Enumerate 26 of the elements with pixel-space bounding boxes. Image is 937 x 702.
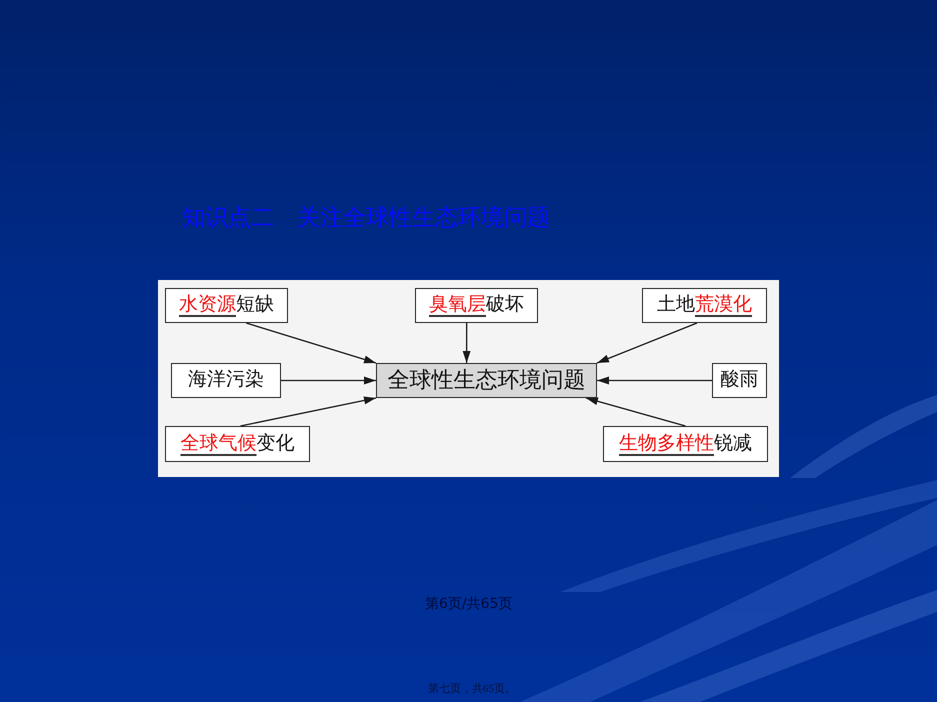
topic-box: [642, 288, 767, 323]
topic-label: 全球气候变化: [180, 432, 294, 456]
topic-box: [415, 288, 538, 323]
topic-box: [712, 363, 767, 398]
topic-label: 全球性生态环境问题: [388, 367, 586, 394]
slide-title: 知识点二 关注全球性生态环境问题: [182, 204, 550, 232]
page-number: 第6页/共65页: [425, 596, 512, 613]
arrow: [596, 322, 698, 364]
topic-label: 酸雨: [720, 369, 758, 392]
topic-label: 臭氧层破坏: [429, 294, 524, 317]
topic-label: 生物多样性锐减: [619, 432, 752, 456]
arrow: [462, 323, 471, 363]
page-number: 第七页，共65页。: [428, 683, 516, 696]
topic-box: [165, 426, 310, 462]
central-topic-box: [376, 363, 597, 398]
arrow: [597, 376, 712, 384]
arrow: [281, 376, 376, 384]
topic-box: [165, 288, 288, 323]
topic-label: 土地荒漠化: [657, 294, 752, 317]
topic-box: [603, 426, 768, 462]
topic-box: [171, 363, 281, 398]
arrow: [240, 396, 376, 427]
topic-label: 水资源短缺: [179, 294, 274, 317]
arrow: [246, 322, 376, 364]
arrow: [586, 397, 686, 427]
topic-label: 海洋污染: [188, 369, 264, 392]
